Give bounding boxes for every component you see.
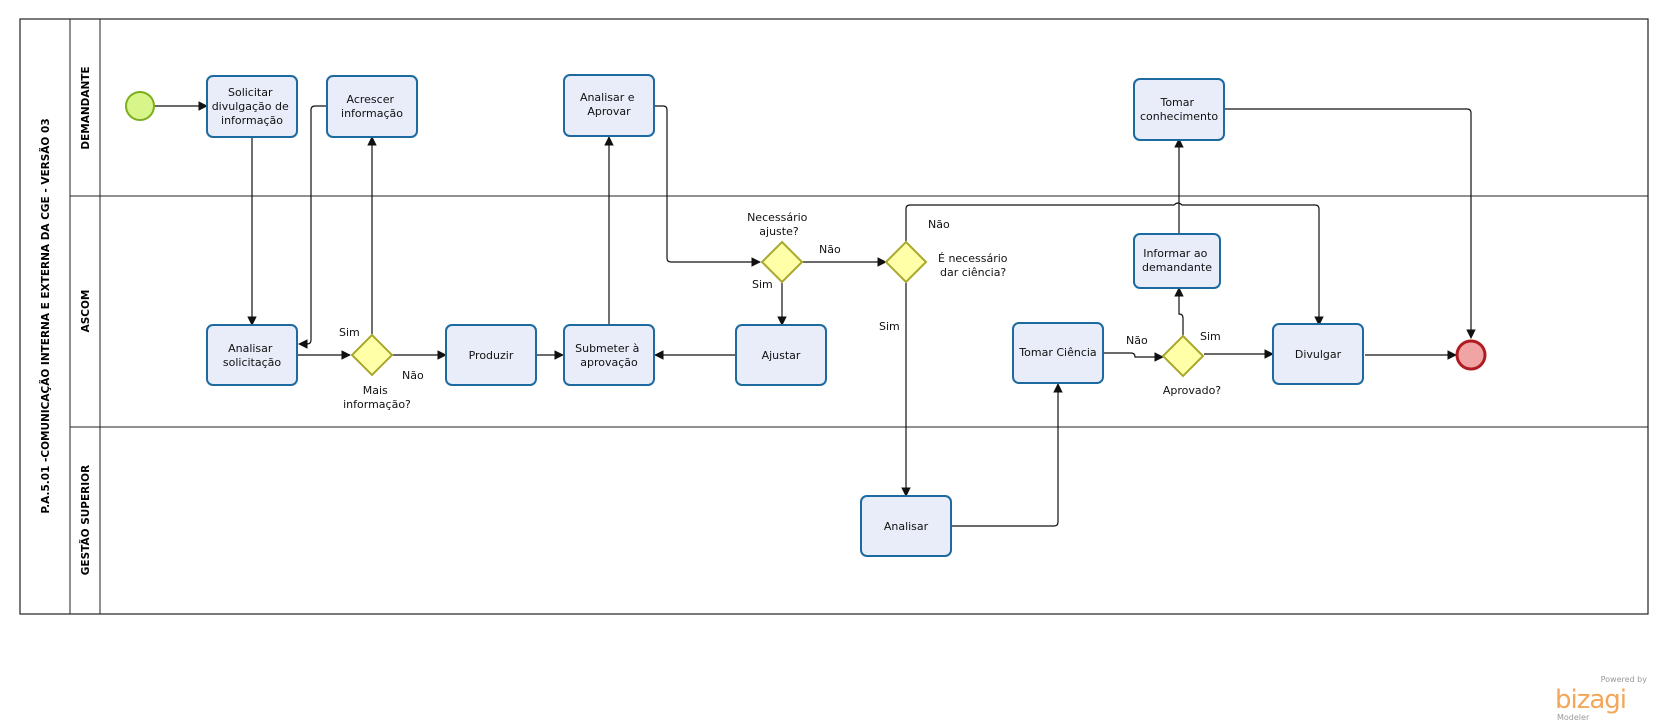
task-divulgar[interactable]: Divulgar xyxy=(1272,323,1364,385)
task-box[interactable] xyxy=(445,324,537,386)
task-analisar[interactable]: Analisar xyxy=(860,495,952,557)
start-event[interactable] xyxy=(125,91,155,121)
task-box[interactable] xyxy=(563,324,655,386)
task-label-line: demandante xyxy=(1142,261,1212,274)
bizagi-wordmark: bizagi xyxy=(1555,685,1627,715)
task-label-line: solicitação xyxy=(223,356,282,369)
flow-label-sim-ajuste: Sim xyxy=(752,278,773,291)
gateway-label-mais-informacao: Mais informação? xyxy=(343,384,411,411)
gateway-label-dar-ciencia: É necessário dar ciência? xyxy=(938,252,1011,279)
task-box[interactable] xyxy=(206,324,298,386)
task-box[interactable] xyxy=(1272,323,1364,385)
task-label-line: Aprovar xyxy=(587,105,631,118)
gateway-necessario-ajuste[interactable] xyxy=(760,240,804,284)
task-label-line: divulgação de xyxy=(212,100,289,113)
flow-label-sim-mais: Sim xyxy=(339,326,360,339)
task-box[interactable] xyxy=(735,324,827,386)
task-box[interactable] xyxy=(326,75,418,138)
bizagi-logo: Powered by bizagi Modeler xyxy=(1555,675,1647,722)
task-analisar-e-aprovar[interactable]: Analisar e Aprovar xyxy=(563,74,655,137)
gateway-label-line: Necessário xyxy=(747,211,808,224)
task-produzir[interactable]: Produzir xyxy=(445,324,537,386)
svg-text:Submeter à aprovação: Submeter à aprovação xyxy=(575,342,643,369)
task-label: Ajustar xyxy=(762,349,801,362)
gateway-label-necessario-ajuste: Necessário ajuste? xyxy=(747,211,811,238)
task-label-line: informação xyxy=(221,114,283,127)
task-label-line: aprovação xyxy=(580,356,638,369)
task-tomar-ciencia[interactable]: Tomar Ciência xyxy=(1012,322,1104,384)
end-event[interactable] xyxy=(1455,339,1487,371)
task-label-line: Solicitar xyxy=(228,86,273,99)
lane-title-ascom: ASCOM xyxy=(80,290,92,333)
task-label-line: Analisar xyxy=(228,342,273,355)
pool: P.A.5.01 -COMUNICAÇÃO INTERNA E EXTERNA … xyxy=(19,18,1649,615)
task-analisar-solicitacao[interactable]: Analisar solicitação xyxy=(206,324,298,386)
task-box[interactable] xyxy=(1133,78,1225,141)
pool-border xyxy=(19,18,1649,615)
flow-label-sim-ciencia: Sim xyxy=(879,320,900,333)
flow-analisar-to-tomar-ciencia xyxy=(952,383,1063,527)
gateway-label-line: dar ciência? xyxy=(940,266,1006,279)
task-ajustar[interactable]: Ajustar xyxy=(735,324,827,386)
task-box[interactable] xyxy=(1012,322,1104,384)
powered-by-text: Powered by xyxy=(1600,675,1647,684)
svg-text:Tomar conhecimento: Tomar conhecimento xyxy=(1140,96,1218,123)
gateway-label-line: informação? xyxy=(343,398,411,411)
task-label: Analisar xyxy=(884,520,929,533)
sequence-flows xyxy=(155,101,1476,527)
task-label-line: Tomar xyxy=(1159,96,1194,109)
flow-label-sim-aprovado: Sim xyxy=(1200,330,1221,343)
task-informar-ao-demandante[interactable]: Informar ao demandante xyxy=(1133,233,1221,289)
svg-text:Analisar solicitação: Analisar solicitação xyxy=(223,342,282,369)
task-box[interactable] xyxy=(563,74,655,137)
task-box[interactable] xyxy=(1133,233,1221,289)
task-label-line: Informar ao xyxy=(1143,247,1207,260)
flow-label-nao-mais: Não xyxy=(402,369,424,382)
task-label-line: informação xyxy=(341,107,403,120)
task-label: Divulgar xyxy=(1295,348,1342,361)
task-tomar-conhecimento[interactable]: Tomar conhecimento xyxy=(1133,78,1225,141)
lane-title-demandante: DEMANDANTE xyxy=(80,66,92,149)
flow-tomar-ciencia-to-gateway-aprovado xyxy=(1104,352,1164,362)
task-solicitar-divulgacao[interactable]: Solicitar divulgação de informação xyxy=(206,75,298,138)
svg-text:Analisar e Aprovar: Analisar e Aprovar xyxy=(580,91,638,118)
task-label: Tomar Ciência xyxy=(1018,346,1096,359)
flow-acrescer-to-analisar-solicitacao xyxy=(298,105,327,349)
gateway-label-line: É necessário xyxy=(938,252,1008,265)
flow-label-nao-ajuste: Não xyxy=(819,243,841,256)
flow-gateway-aprovado-to-informar xyxy=(1174,287,1184,336)
flow-tomar-conhecimento-to-end xyxy=(1225,108,1476,339)
gateway-dar-ciencia[interactable] xyxy=(884,240,928,284)
svg-text:Solicitar divulgação de: Solicitar divulgação de informação xyxy=(212,86,293,127)
flow-analisar-aprovar-to-gateway-ajuste xyxy=(655,105,761,267)
task-acrescer-informacao[interactable]: Acrescer informação xyxy=(326,75,418,138)
gateway-mais-informacao[interactable] xyxy=(350,333,394,377)
flow-gateway-ciencia-nao-to-divulgar xyxy=(905,202,1324,326)
flow-label-nao-ciencia: Não xyxy=(928,218,950,231)
task-label: Produzir xyxy=(469,349,514,362)
task-label-line: Acrescer xyxy=(347,93,395,106)
pool-title: P.A.5.01 -COMUNICAÇÃO INTERNA E EXTERNA … xyxy=(39,118,52,513)
gateway-aprovado[interactable] xyxy=(1161,334,1205,378)
gateway-label-line: ajuste? xyxy=(759,225,799,238)
lane-title-gestao-superior: GESTÃO SUPERIOR xyxy=(79,465,92,575)
task-label-line: conhecimento xyxy=(1140,110,1218,123)
gateway-label-line: Mais xyxy=(363,384,388,397)
task-label-line: Analisar e xyxy=(580,91,635,104)
task-submeter-aprovacao[interactable]: Submeter à aprovação xyxy=(563,324,655,386)
task-box[interactable] xyxy=(860,495,952,557)
gateway-label-aprovado: Aprovado? xyxy=(1163,384,1221,397)
svg-text:Informar ao demandante: Informar ao demandante xyxy=(1142,247,1212,274)
modeler-text: Modeler xyxy=(1557,713,1590,722)
svg-text:Acrescer informação: Acrescer informação xyxy=(341,93,403,120)
flow-label-nao-aprovado: Não xyxy=(1126,334,1148,347)
task-label-line: Submeter à xyxy=(575,342,639,355)
task-box[interactable] xyxy=(206,75,298,138)
